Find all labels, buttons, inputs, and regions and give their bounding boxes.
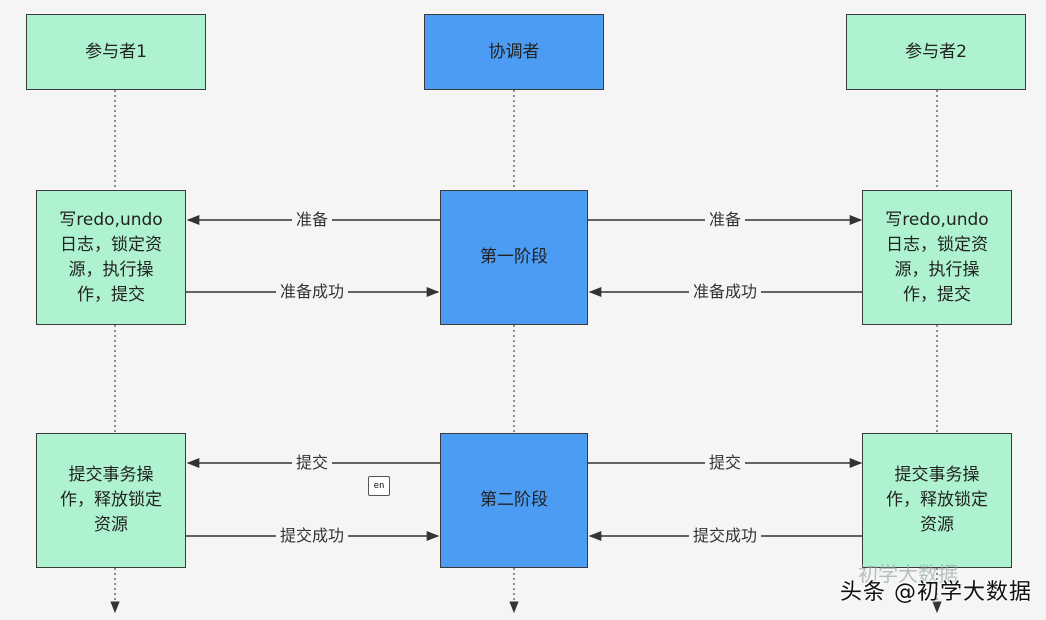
- label-commit-ok-left: 提交成功: [275, 526, 349, 546]
- p1-phase1-action-box: 写redo,undo 日志，锁定资 源，执行操 作，提交: [36, 190, 186, 325]
- p2-phase2-action-box: 提交事务操 作，释放锁定 资源: [862, 433, 1012, 568]
- label-commit-right: 提交: [704, 453, 746, 473]
- p1-phase2-action-text: 提交事务操 作，释放锁定 资源: [60, 465, 162, 535]
- label-commit-ok-right: 提交成功: [688, 526, 762, 546]
- label-prepare-right: 准备: [704, 210, 746, 230]
- label-prepare-ok-left: 准备成功: [275, 282, 349, 302]
- phase1-box: 第一阶段: [440, 190, 588, 325]
- participant-1-box: 参与者1: [26, 14, 206, 90]
- phase1-label: 第一阶段: [480, 247, 548, 267]
- p1-phase1-action-text: 写redo,undo 日志，锁定资 源，执行操 作，提交: [59, 209, 163, 305]
- language-icon[interactable]: en: [368, 476, 390, 496]
- phase2-box: 第二阶段: [440, 433, 588, 568]
- coordinator-box: 协调者: [424, 14, 604, 90]
- lifelines: [110, 90, 942, 614]
- p1-phase2-action-box: 提交事务操 作，释放锁定 资源: [36, 433, 186, 568]
- faded-watermark: 初学大数据: [858, 562, 958, 586]
- coordinator-label: 协调者: [488, 41, 540, 62]
- label-commit-left: 提交: [291, 453, 333, 473]
- label-prepare-left: 准备: [291, 210, 333, 230]
- watermark: 头条 @初学大数据: [840, 580, 1032, 605]
- phase2-label: 第二阶段: [480, 490, 548, 510]
- participant-1-label: 参与者1: [85, 41, 147, 62]
- label-prepare-ok-right: 准备成功: [688, 282, 762, 302]
- p2-phase1-action-text: 写redo,undo 日志，锁定资 源，执行操 作，提交: [885, 209, 989, 305]
- p2-phase2-action-text: 提交事务操 作，释放锁定 资源: [886, 465, 988, 535]
- participant-2-label: 参与者2: [905, 41, 967, 62]
- participant-2-box: 参与者2: [846, 14, 1026, 90]
- p2-phase1-action-box: 写redo,undo 日志，锁定资 源，执行操 作，提交: [862, 190, 1012, 325]
